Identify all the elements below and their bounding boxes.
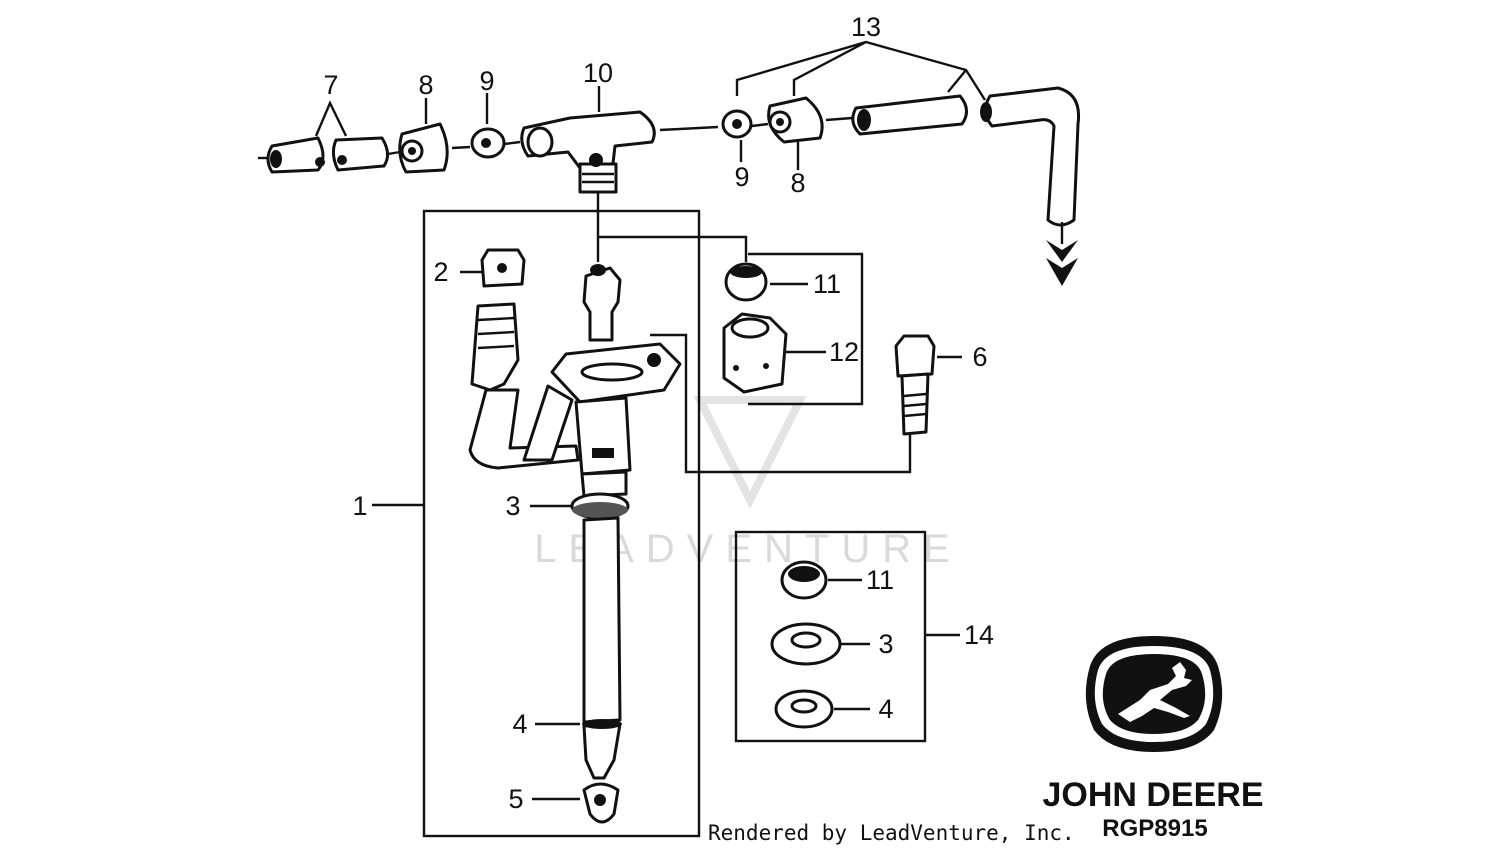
callout-13: 13 (851, 12, 881, 42)
rendered-by-credit: Rendered by LeadVenture, Inc. (708, 821, 1075, 845)
injector-assembly-box (422, 209, 701, 838)
callout-7: 7 (323, 70, 338, 100)
part-4-nozzle-washer (582, 719, 622, 729)
callout-14: 14 (964, 620, 994, 650)
kit-washer-4 (774, 689, 834, 729)
part-12-nut (722, 312, 788, 394)
injector-nozzle (582, 516, 622, 780)
callout-10: 10 (583, 58, 613, 88)
kit-washer-3 (770, 622, 842, 666)
part-9-washer-right (721, 109, 753, 139)
part-2-cap (480, 248, 526, 288)
leader-lines (258, 40, 987, 801)
part-3-seal-washer (570, 492, 630, 520)
callout-9-right: 9 (734, 162, 749, 192)
part-10-tee-fitting (520, 110, 656, 194)
diagram-code: RGP8915 (1102, 815, 1207, 842)
callout-8-right: 8 (790, 168, 805, 198)
callout-3-kit: 3 (878, 629, 893, 659)
callout-11-kit: 11 (866, 565, 894, 595)
part-6-bolt (894, 334, 936, 436)
callout-9-left: 9 (479, 66, 494, 96)
brand-name: JOHN DEERE (1042, 776, 1263, 814)
injector-body (522, 264, 682, 498)
seal-kit-box (734, 530, 927, 743)
callout-11: 11 (813, 269, 841, 299)
part-8-nut-left (398, 122, 449, 174)
callout-2: 2 (433, 257, 448, 287)
callout-1: 1 (352, 491, 367, 521)
part-7-hose-sleeves (266, 136, 389, 174)
callout-6: 6 (972, 342, 987, 372)
callout-4-kit: 4 (878, 694, 893, 724)
callout-3: 3 (505, 491, 520, 521)
watermark-v-icon (693, 396, 807, 509)
callout-4: 4 (512, 709, 527, 739)
callout-5: 5 (508, 784, 523, 814)
leakoff-pipe (468, 302, 580, 470)
part-11-seal (724, 262, 768, 302)
kit-seal-11 (780, 560, 828, 600)
part-8-nut-right (767, 96, 824, 144)
callout-12: 12 (829, 337, 859, 367)
part-13-return-hose (851, 86, 1081, 286)
callout-8-left: 8 (418, 70, 433, 100)
callout-labels: 1 2 3 3 4 4 5 6 7 8 8 9 9 10 11 11 12 13… (323, 12, 994, 814)
john-deere-logo-icon (1085, 636, 1223, 752)
part-9-washer-left (470, 127, 506, 159)
part-5-dust-seal (582, 782, 620, 824)
